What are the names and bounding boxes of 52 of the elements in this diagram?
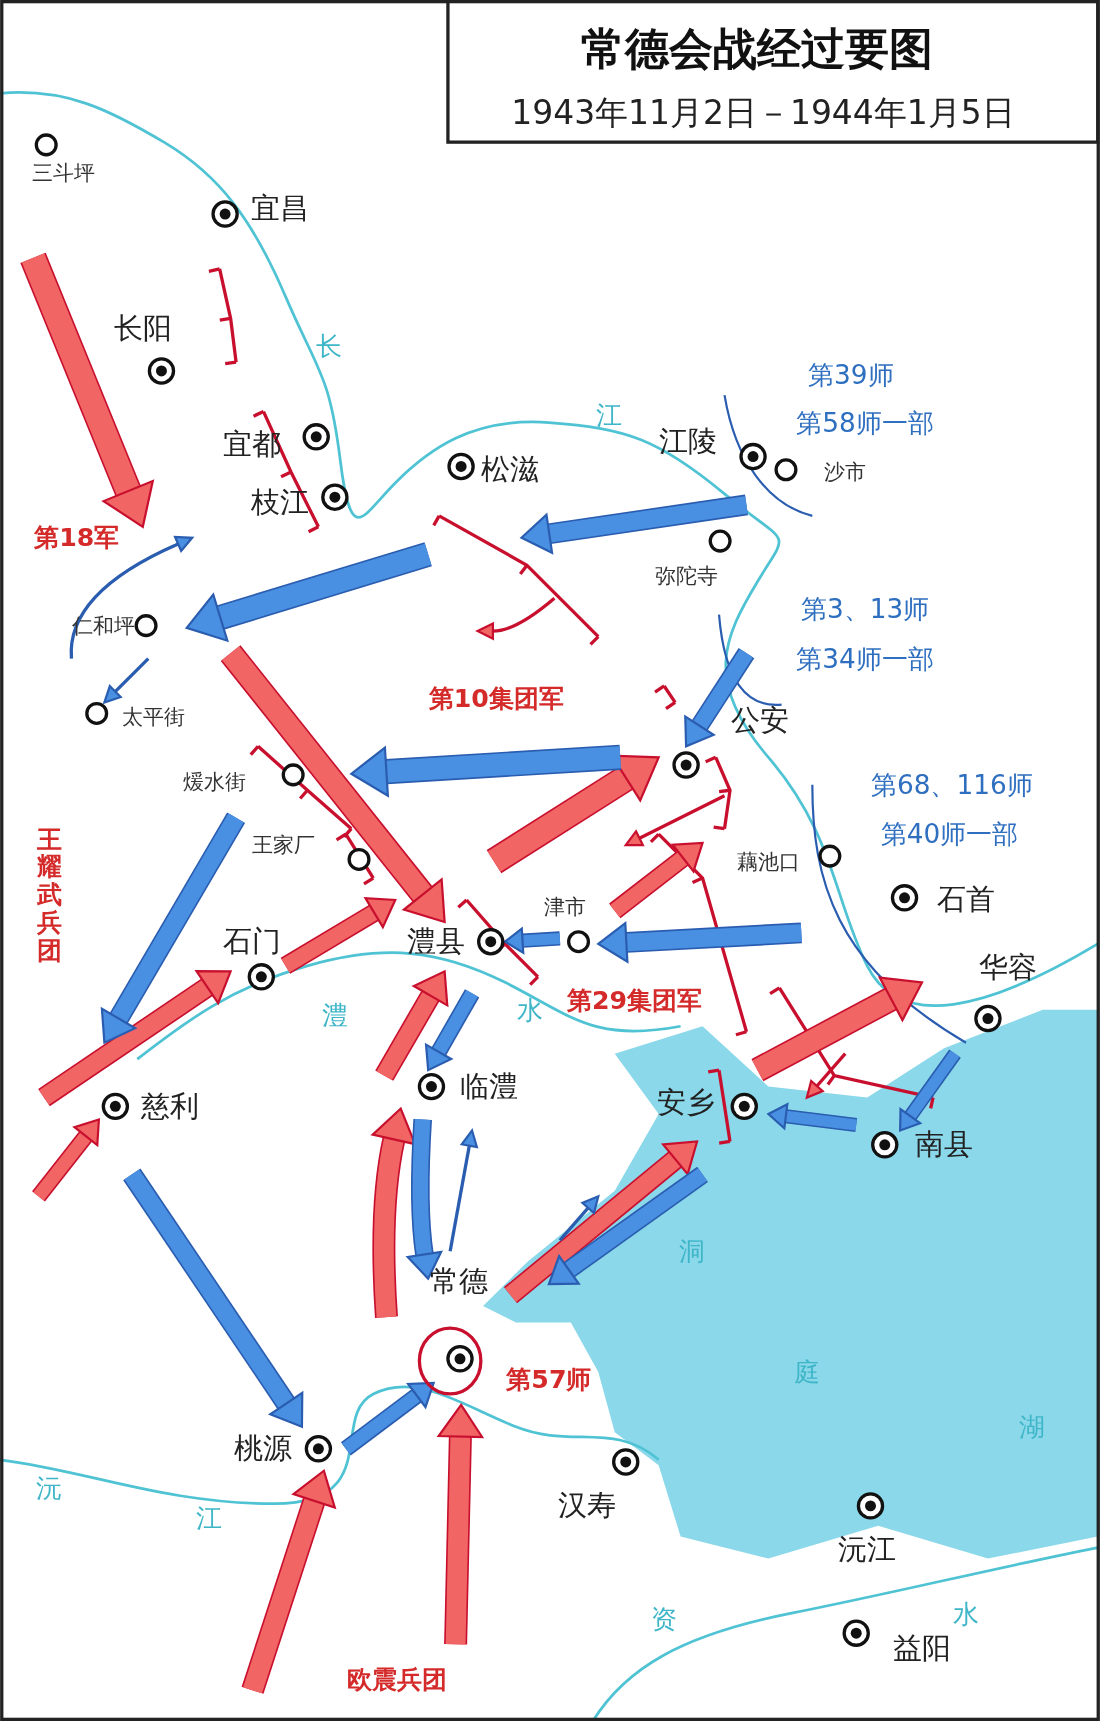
river-label: 庭 xyxy=(793,1357,820,1387)
place-label: 慈利 xyxy=(141,1090,200,1123)
place-label: 弥陀寺 xyxy=(654,564,718,588)
unit-label: 第34师一部 xyxy=(796,644,934,674)
date-subtitle: 1943年11月2日－1944年1月5日 xyxy=(511,94,1015,132)
place-label: 宜昌 xyxy=(250,192,309,225)
place-label: 南县 xyxy=(915,1129,974,1161)
river-label: 洞 xyxy=(678,1237,705,1266)
river-label: 湖 xyxy=(1018,1412,1045,1442)
river-label: 澧 xyxy=(321,1001,348,1030)
river-label: 江 xyxy=(195,1503,222,1533)
place-label: 藕池口 xyxy=(736,850,800,874)
unit-label: 第39师 xyxy=(808,360,894,390)
place-label: 常德 xyxy=(429,1266,488,1298)
place-label: 煖水街 xyxy=(182,770,246,794)
place-label: 江陵 xyxy=(659,426,718,459)
place-label: 沙市 xyxy=(824,460,867,484)
place-label: 临澧 xyxy=(459,1071,518,1103)
place-label: 松滋 xyxy=(481,454,540,486)
unit-label: 第58师一部 xyxy=(796,408,934,438)
map-title: 常德会战经过要图 xyxy=(581,25,934,74)
river-label: 资 xyxy=(651,1604,678,1634)
place-label: 石首 xyxy=(937,884,996,916)
river-label: 长 xyxy=(316,331,343,361)
place-label: 安乡 xyxy=(657,1087,716,1119)
place-label: 三斗坪 xyxy=(32,161,96,185)
place-label: 宜都 xyxy=(223,428,282,461)
place-label: 桃源 xyxy=(234,1433,293,1465)
unit-label: 第10集团军 xyxy=(428,685,564,714)
river-label: 沅 xyxy=(36,1473,63,1502)
river-label: 水 xyxy=(953,1599,980,1629)
place-label: 沅江 xyxy=(838,1534,897,1566)
unit-label: 王耀武兵团 xyxy=(36,825,62,965)
unit-label: 第68、116师 xyxy=(870,770,1033,800)
place-label: 石门 xyxy=(223,926,282,958)
place-label: 汉寿 xyxy=(558,1490,617,1522)
place-label: 太平街 xyxy=(122,705,186,729)
place-label: 枝江 xyxy=(250,487,309,519)
place-label: 津市 xyxy=(544,895,587,919)
place-label: 益阳 xyxy=(893,1633,952,1665)
unit-label: 第57师 xyxy=(506,1366,592,1394)
place-label: 王家厂 xyxy=(251,833,315,857)
river-label: 水 xyxy=(517,995,544,1025)
unit-label: 第40师一部 xyxy=(880,819,1019,849)
river-label: 江 xyxy=(596,400,623,430)
place-label: 长阳 xyxy=(113,313,172,345)
unit-label: 第29集团军 xyxy=(566,987,703,1016)
unit-label: 欧震兵团 xyxy=(347,1665,448,1694)
unit-label: 第18军 xyxy=(34,524,120,552)
unit-label: 第3、13师 xyxy=(800,594,930,624)
place-label: 华容 xyxy=(978,952,1037,984)
place-label: 澧县 xyxy=(406,926,465,958)
